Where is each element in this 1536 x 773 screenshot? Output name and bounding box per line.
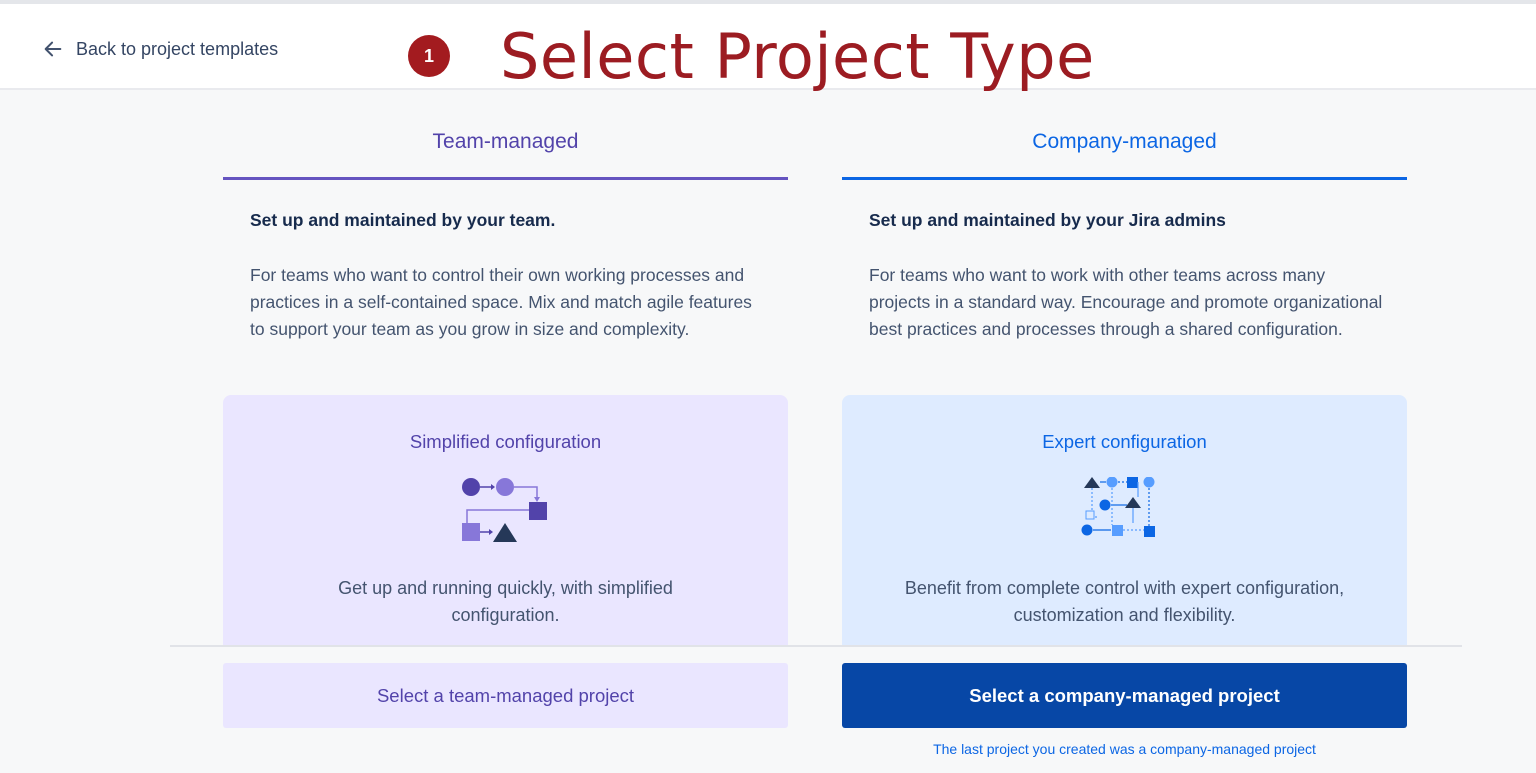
expert-configuration-text: Benefit from complete control with exper… (904, 578, 1345, 625)
tab-team-managed[interactable]: Team-managed (223, 126, 788, 180)
step-number-badge: 1 (408, 35, 450, 77)
tab-company-managed[interactable]: Company-managed (842, 126, 1407, 180)
select-team-managed-button[interactable]: Select a team-managed project (223, 663, 788, 728)
tab-company-managed-label: Company-managed (1032, 130, 1217, 153)
simplified-configuration-title: Simplified configuration (409, 431, 602, 452)
arrow-left-icon (44, 41, 62, 57)
select-company-managed-button[interactable]: Select a company-managed project (842, 663, 1407, 728)
team-managed-description: For teams who want to control their own … (250, 265, 752, 339)
team-managed-column: Team-managed Set up and maintained by yo… (223, 90, 788, 773)
simplified-configuration-text: Get up and running quickly, with simplif… (338, 578, 673, 625)
company-managed-column: Company-managed Set up and maintained by… (842, 90, 1407, 773)
team-managed-subheading: Set up and maintained by your team. (250, 210, 556, 230)
top-bar: Back to project templates 1 Select Proje… (0, 0, 1536, 90)
company-managed-description: For teams who want to work with other te… (869, 265, 1383, 339)
company-managed-subheading: Set up and maintained by your Jira admin… (869, 210, 1226, 230)
tab-team-managed-label: Team-managed (432, 130, 579, 153)
back-link-label: Back to project templates (76, 38, 279, 59)
simplified-configuration-card: Simplified configuration Get up and runn… (223, 395, 788, 647)
footer-divider (170, 645, 1462, 647)
simplified-workflow-icon (462, 478, 547, 542)
expert-workflow-icon (1081, 477, 1155, 537)
last-project-note: The last project you created was a compa… (933, 741, 1316, 757)
expert-configuration-card: Expert configuration Benefit from comple… (842, 395, 1407, 647)
annotation-title: Select Project Type (500, 20, 1095, 93)
expert-configuration-title: Expert configuration (1042, 431, 1207, 452)
back-to-templates-link[interactable]: Back to project templates (42, 38, 278, 60)
